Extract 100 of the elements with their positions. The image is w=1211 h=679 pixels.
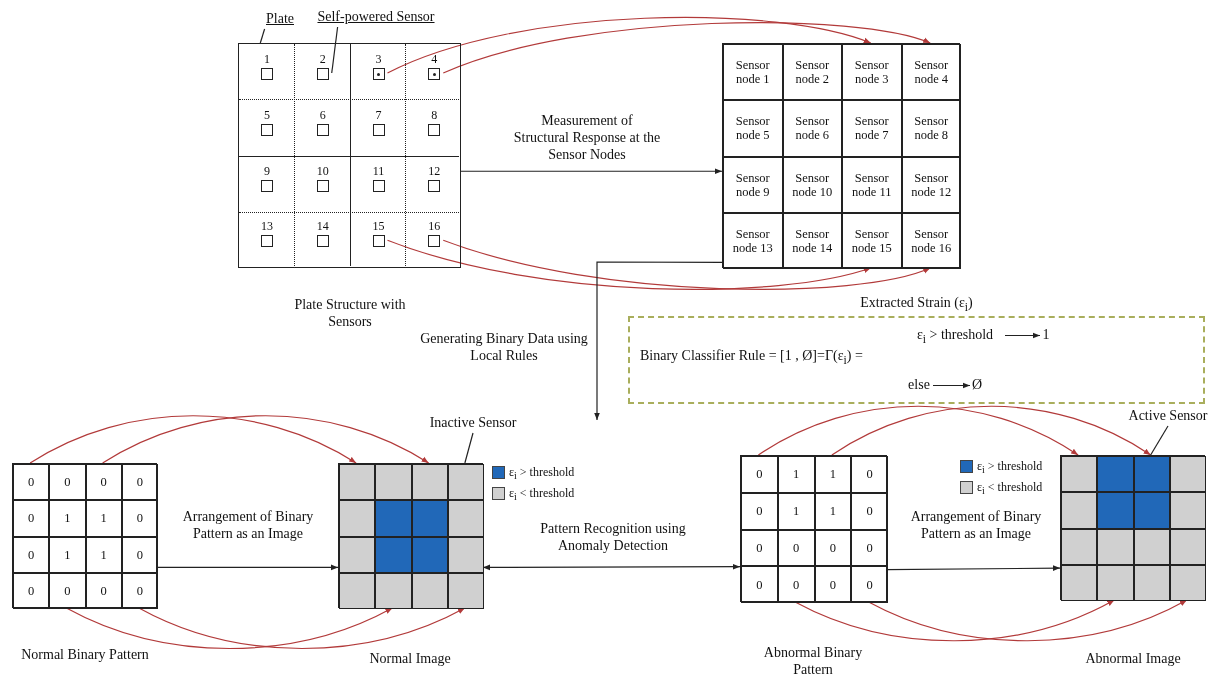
- edge-label: Arrangement of Binary Pattern as an Image: [181, 508, 315, 542]
- binary-value-cell: 0: [777, 566, 815, 603]
- binary-value-cell: 0: [13, 500, 50, 537]
- callout-label: Inactive Sensor: [418, 414, 528, 433]
- sensor-number: 10: [315, 163, 330, 179]
- node-label: Abnormal Binary Pattern: [762, 644, 864, 678]
- image-pixel: [339, 572, 376, 609]
- image-grid: [1060, 455, 1205, 600]
- part-label: Self-powered Sensor: [312, 8, 440, 27]
- image-pixel: [447, 464, 484, 501]
- sensor-node-cell: Sensor node 3: [842, 44, 902, 101]
- sensor-node-cell: Sensor node 1: [723, 44, 783, 101]
- binary-value-cell: 0: [851, 456, 888, 493]
- condition-text: ε$_{i}$ > threshold: [905, 326, 1005, 345]
- sensor-node-cell: Sensor node 13: [723, 212, 783, 269]
- curved-arrow: [794, 599, 1115, 642]
- image-pixel: [1097, 564, 1134, 601]
- image-pixel: [1061, 492, 1098, 529]
- image-pixel: [1169, 456, 1206, 493]
- plate-drawing: [238, 43, 461, 268]
- binary-pattern-grid: [740, 455, 887, 602]
- legend-text: ε$_{i}$ < threshold: [977, 479, 1043, 499]
- image-pixel: [1097, 492, 1134, 529]
- binary-value-cell: 0: [121, 500, 158, 537]
- binary-value-cell: 1: [49, 500, 86, 537]
- binary-value-cell: 0: [741, 456, 778, 493]
- sensor-node-cell: Sensor node 14: [782, 212, 842, 269]
- binary-value-cell: 0: [851, 492, 888, 530]
- arrow: [156, 564, 339, 571]
- binary-value-cell: 0: [814, 566, 852, 603]
- curved-arrow: [386, 16, 872, 74]
- image-pixel: [375, 536, 412, 573]
- binary-value-cell: 1: [814, 492, 852, 530]
- heading: Extracted Strain (ε$_{i}$): [859, 294, 974, 312]
- arrow: [1004, 332, 1041, 339]
- image-pixel: [1061, 564, 1098, 601]
- curved-arrow: [442, 21, 931, 74]
- legend-text: ε$_{i}$ < threshold: [509, 485, 575, 505]
- binary-value-cell: 1: [814, 456, 852, 493]
- output-value: Ø: [970, 376, 984, 395]
- binary-value-cell: 0: [741, 492, 778, 530]
- arrow: [932, 382, 971, 389]
- double-arrow: [482, 563, 741, 571]
- sensor-node-cell: Sensor node 15: [842, 212, 902, 269]
- curved-arrow: [442, 239, 931, 290]
- leader-line: [464, 432, 474, 464]
- sensor-number: 3: [374, 52, 383, 67]
- image-pixel: [375, 464, 412, 501]
- sensor-number: 8: [430, 107, 439, 123]
- curved-arrow: [868, 599, 1188, 642]
- image-pixel: [375, 500, 412, 537]
- image-pixel: [1169, 492, 1206, 529]
- image-pixel: [1133, 492, 1170, 529]
- image-pixel: [447, 500, 484, 537]
- arrow: [594, 261, 723, 421]
- curved-arrow: [29, 415, 357, 464]
- sensor-node-cell: Sensor node 12: [901, 156, 961, 213]
- leader-line: [259, 28, 266, 44]
- image-grid: [338, 463, 483, 608]
- node-label: Normal Image: [368, 650, 452, 667]
- sensor-node-cell: Sensor node 8: [901, 100, 961, 157]
- node-label: Abnormal Image: [1084, 650, 1182, 667]
- legend-text: ε$_{i}$ > threshold: [977, 458, 1043, 478]
- edge-label: Arrangement of Binary Pattern as an Image: [909, 508, 1043, 542]
- sensor-node-cell: Sensor node 16: [901, 212, 961, 269]
- node-label: Normal Binary Pattern: [20, 646, 150, 663]
- image-pixel: [1061, 456, 1098, 493]
- image-pixel: [339, 464, 376, 501]
- rule-text: Binary Classifier Rule = [1 , Ø]=Γ(ε$_{i}$) =: [640, 347, 864, 365]
- image-pixel: [411, 464, 448, 501]
- binary-value-cell: 0: [121, 464, 158, 501]
- curved-arrow: [831, 405, 1152, 456]
- binary-value-cell: 0: [814, 529, 852, 567]
- binary-value-cell: 0: [777, 529, 815, 567]
- output-value: 1: [1040, 326, 1052, 345]
- binary-pattern-grid: [12, 463, 157, 608]
- binary-value-cell: 0: [13, 572, 50, 609]
- curved-arrow: [102, 415, 430, 464]
- sensor-number: 5: [263, 107, 271, 123]
- binary-value-cell: 1: [49, 536, 86, 573]
- binary-value-cell: 0: [851, 566, 888, 603]
- binary-value-cell: 0: [49, 572, 86, 609]
- image-pixel: [411, 500, 448, 537]
- sensor-number: 11: [371, 163, 386, 179]
- image-pixel: [339, 500, 376, 537]
- sensor-number: 16: [427, 219, 442, 235]
- binary-value-cell: 0: [741, 566, 778, 603]
- curved-arrow: [757, 405, 1079, 456]
- image-pixel: [1097, 528, 1134, 565]
- sensor-number: 4: [430, 52, 439, 67]
- sensor-node-cell: Sensor node 11: [842, 156, 902, 213]
- binary-value-cell: 1: [777, 456, 815, 493]
- sensor-node-grid: [722, 43, 960, 268]
- leader-line: [331, 26, 339, 74]
- condition-text: else: [905, 376, 933, 395]
- sensor-number: 15: [371, 219, 386, 235]
- binary-value-cell: 0: [49, 464, 86, 501]
- binary-value-cell: 0: [13, 464, 50, 501]
- legend-text: ε$_{i}$ > threshold: [509, 464, 575, 484]
- sensor-number: 2: [318, 52, 327, 67]
